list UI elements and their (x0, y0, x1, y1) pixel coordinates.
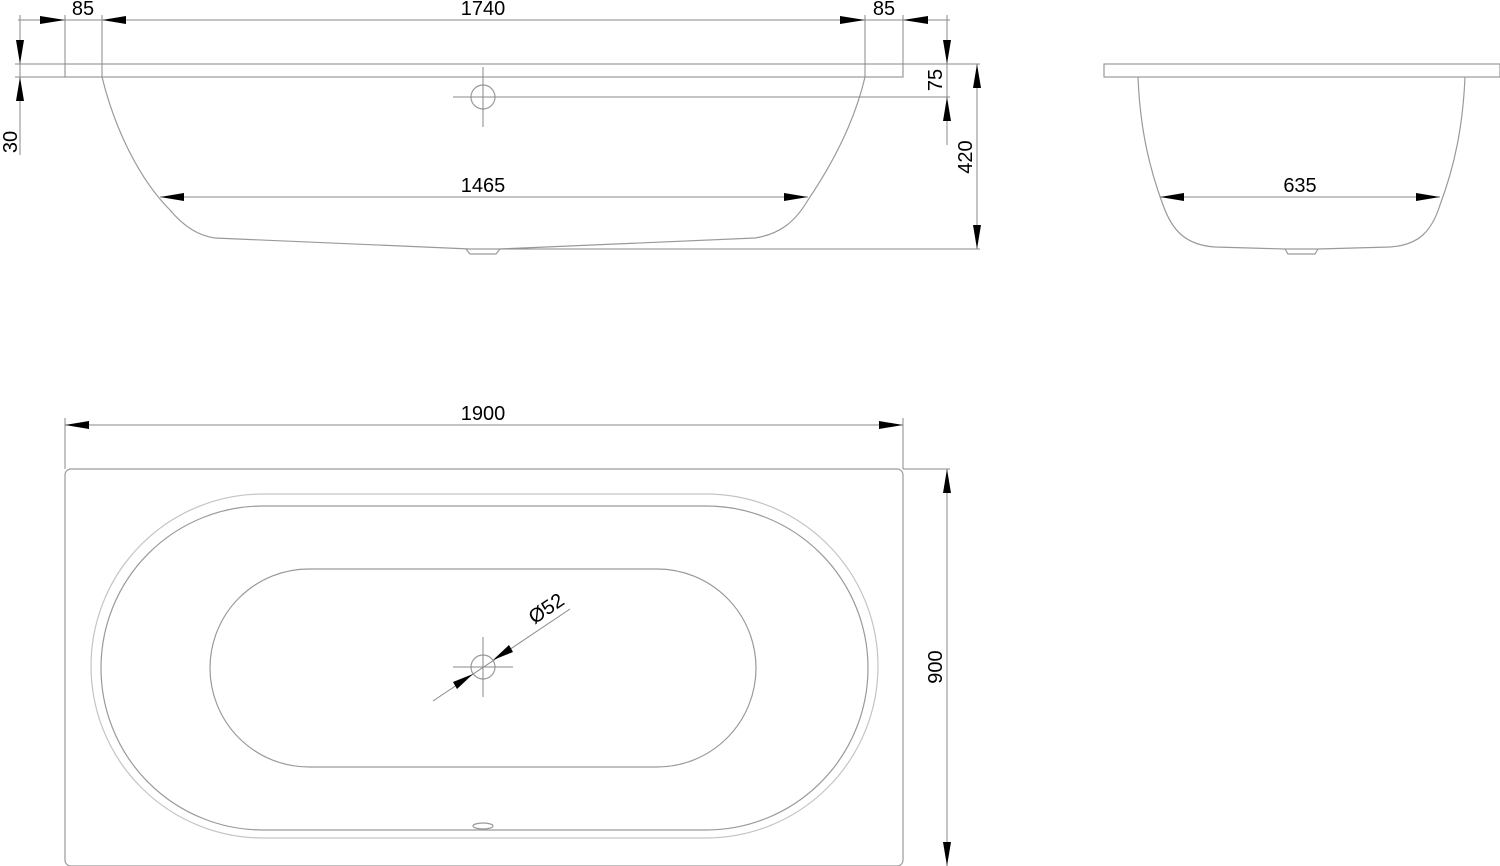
top-overflow (472, 822, 494, 830)
dim-1740: 1740 (461, 0, 506, 20)
length-lines (64, 418, 904, 469)
overflow-height-arrows (943, 40, 951, 121)
top-view: Ø52 1900 900 (64, 403, 951, 866)
dim-30: 30 (0, 131, 22, 153)
overflow-height-lines (903, 15, 980, 145)
rim-thickness-lines (15, 15, 65, 155)
dim-rim-left: 85 (72, 0, 94, 20)
top-basin-oval (100, 505, 869, 831)
drain-arrows (453, 645, 513, 689)
side-tub-body (101, 76, 866, 250)
side-drain-outlet (465, 248, 501, 255)
depth-lines (500, 64, 980, 250)
overflow-centerline (453, 67, 950, 127)
rim-thickness-arrows (16, 40, 24, 101)
side-rim (64, 63, 904, 78)
dim-1900: 1900 (461, 403, 506, 425)
end-drain-outlet (1284, 248, 1319, 255)
dim-1465: 1465 (461, 175, 506, 197)
width-lines (903, 468, 950, 866)
top-outer-oval (90, 493, 879, 839)
end-tub-body (1137, 76, 1466, 250)
top-bottom-oval (209, 568, 757, 768)
dim-900: 900 (925, 650, 947, 683)
top-dimension-lines (18, 15, 950, 77)
dim-420: 420 (955, 140, 977, 173)
top-rim-outline (64, 468, 904, 866)
dim-75: 75 (925, 69, 947, 91)
dim-drain-diameter: Ø52 (525, 589, 569, 628)
dim-635: 635 (1283, 175, 1316, 197)
end-view: 635 (1103, 63, 1500, 255)
side-view: 85 1740 85 30 75 420 1465 (0, 0, 981, 255)
end-rim (1103, 63, 1500, 78)
dim-rim-right: 85 (873, 0, 895, 20)
